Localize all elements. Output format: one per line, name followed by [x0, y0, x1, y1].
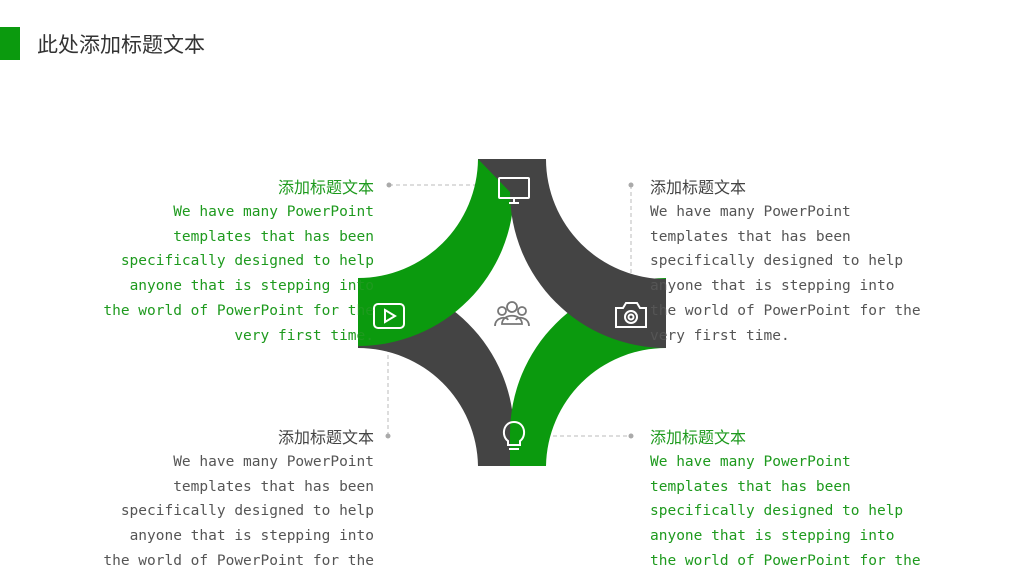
info-title: 添加标题文本	[277, 178, 374, 197]
info-title: 添加标题文本	[650, 428, 747, 447]
connector-lines	[387, 184, 632, 437]
info-block-top-left: 添加标题文本 We have many PowerPoint templates…	[74, 176, 374, 348]
connector-dot-top-right	[628, 182, 634, 188]
petal-left-green	[358, 159, 514, 346]
connector-dot-top-left	[386, 182, 392, 188]
info-block-bottom-right: 添加标题文本 We have many PowerPoint templates…	[650, 426, 950, 574]
info-title: 添加标题文本	[650, 178, 747, 197]
camera-icon	[615, 302, 647, 328]
petal-top-dark	[478, 159, 666, 348]
connector-dots	[385, 182, 634, 439]
connector-dot-bottom-left	[385, 433, 391, 439]
page-title: 此处添加标题文本	[37, 33, 205, 57]
info-body: We have many PowerPoint templates that h…	[103, 454, 374, 569]
monitor-icon	[498, 177, 530, 204]
info-block-top-right: 添加标题文本 We have many PowerPoint templates…	[650, 176, 950, 348]
info-body: We have many PowerPoint templates that h…	[103, 204, 374, 344]
play-icon	[373, 303, 405, 329]
lightbulb-icon	[502, 420, 526, 450]
team-icon	[494, 301, 530, 327]
info-body: We have many PowerPoint templates that h…	[650, 454, 921, 569]
info-block-bottom-left: 添加标题文本 We have many PowerPoint templates…	[74, 426, 374, 574]
info-body: We have many PowerPoint templates that h…	[650, 204, 921, 344]
connector-dot-bottom-right	[628, 433, 634, 439]
title-accent-bar	[0, 27, 20, 60]
info-title: 添加标题文本	[277, 428, 374, 447]
